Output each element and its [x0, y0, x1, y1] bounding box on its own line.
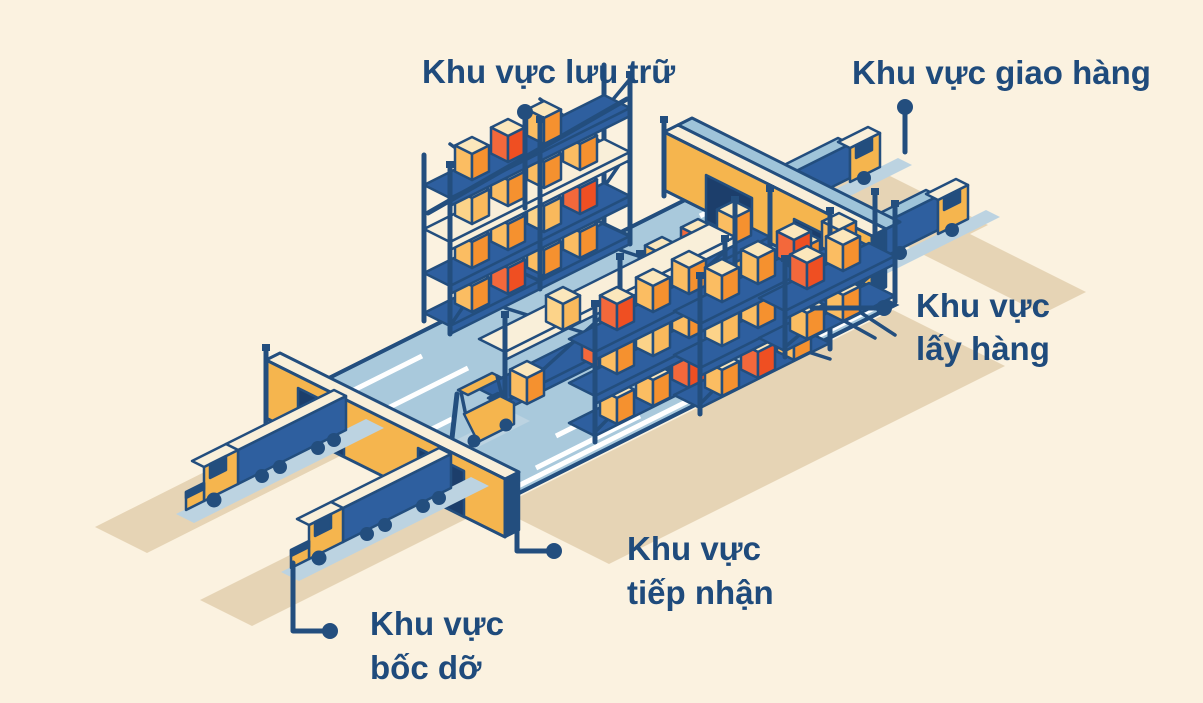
storage-boxes	[544, 285, 582, 332]
picking-area-annotation: Khu vực lấy hàng	[809, 287, 1050, 367]
picking-rack	[757, 200, 899, 360]
receiving-area-dot	[546, 543, 562, 559]
label-receiving-area-line1: Khu vực	[627, 530, 761, 567]
label-unloading-area-line1: Khu vực	[370, 605, 504, 642]
receiving-area-annotation: Khu vực tiếp nhận	[514, 478, 774, 611]
receiving-area-leader-line	[514, 478, 551, 554]
storage-area-dot	[517, 104, 533, 120]
label-receiving-area-line2: tiếp nhận	[627, 574, 774, 611]
storage-area-annotation: Khu vực lưu trữ	[422, 53, 675, 216]
label-delivery-area: Khu vực giao hàng	[852, 54, 1151, 91]
unloading-area-annotation: Khu vực bốc dỡ	[290, 560, 504, 686]
delivery-area-annotation: Khu vực giao hàng	[852, 54, 1151, 155]
label-picking-area-line2: lấy hàng	[916, 330, 1050, 367]
label-storage-area: Khu vực lưu trữ	[422, 53, 675, 90]
unloading-area-leader-line	[290, 560, 327, 634]
unloading-area-dot	[322, 623, 338, 639]
label-picking-area-line1: Khu vực	[916, 287, 1050, 324]
delivery-area-dot	[897, 99, 913, 115]
label-unloading-area-line2: bốc dỡ	[370, 649, 482, 686]
picking-area-dot	[876, 300, 892, 316]
